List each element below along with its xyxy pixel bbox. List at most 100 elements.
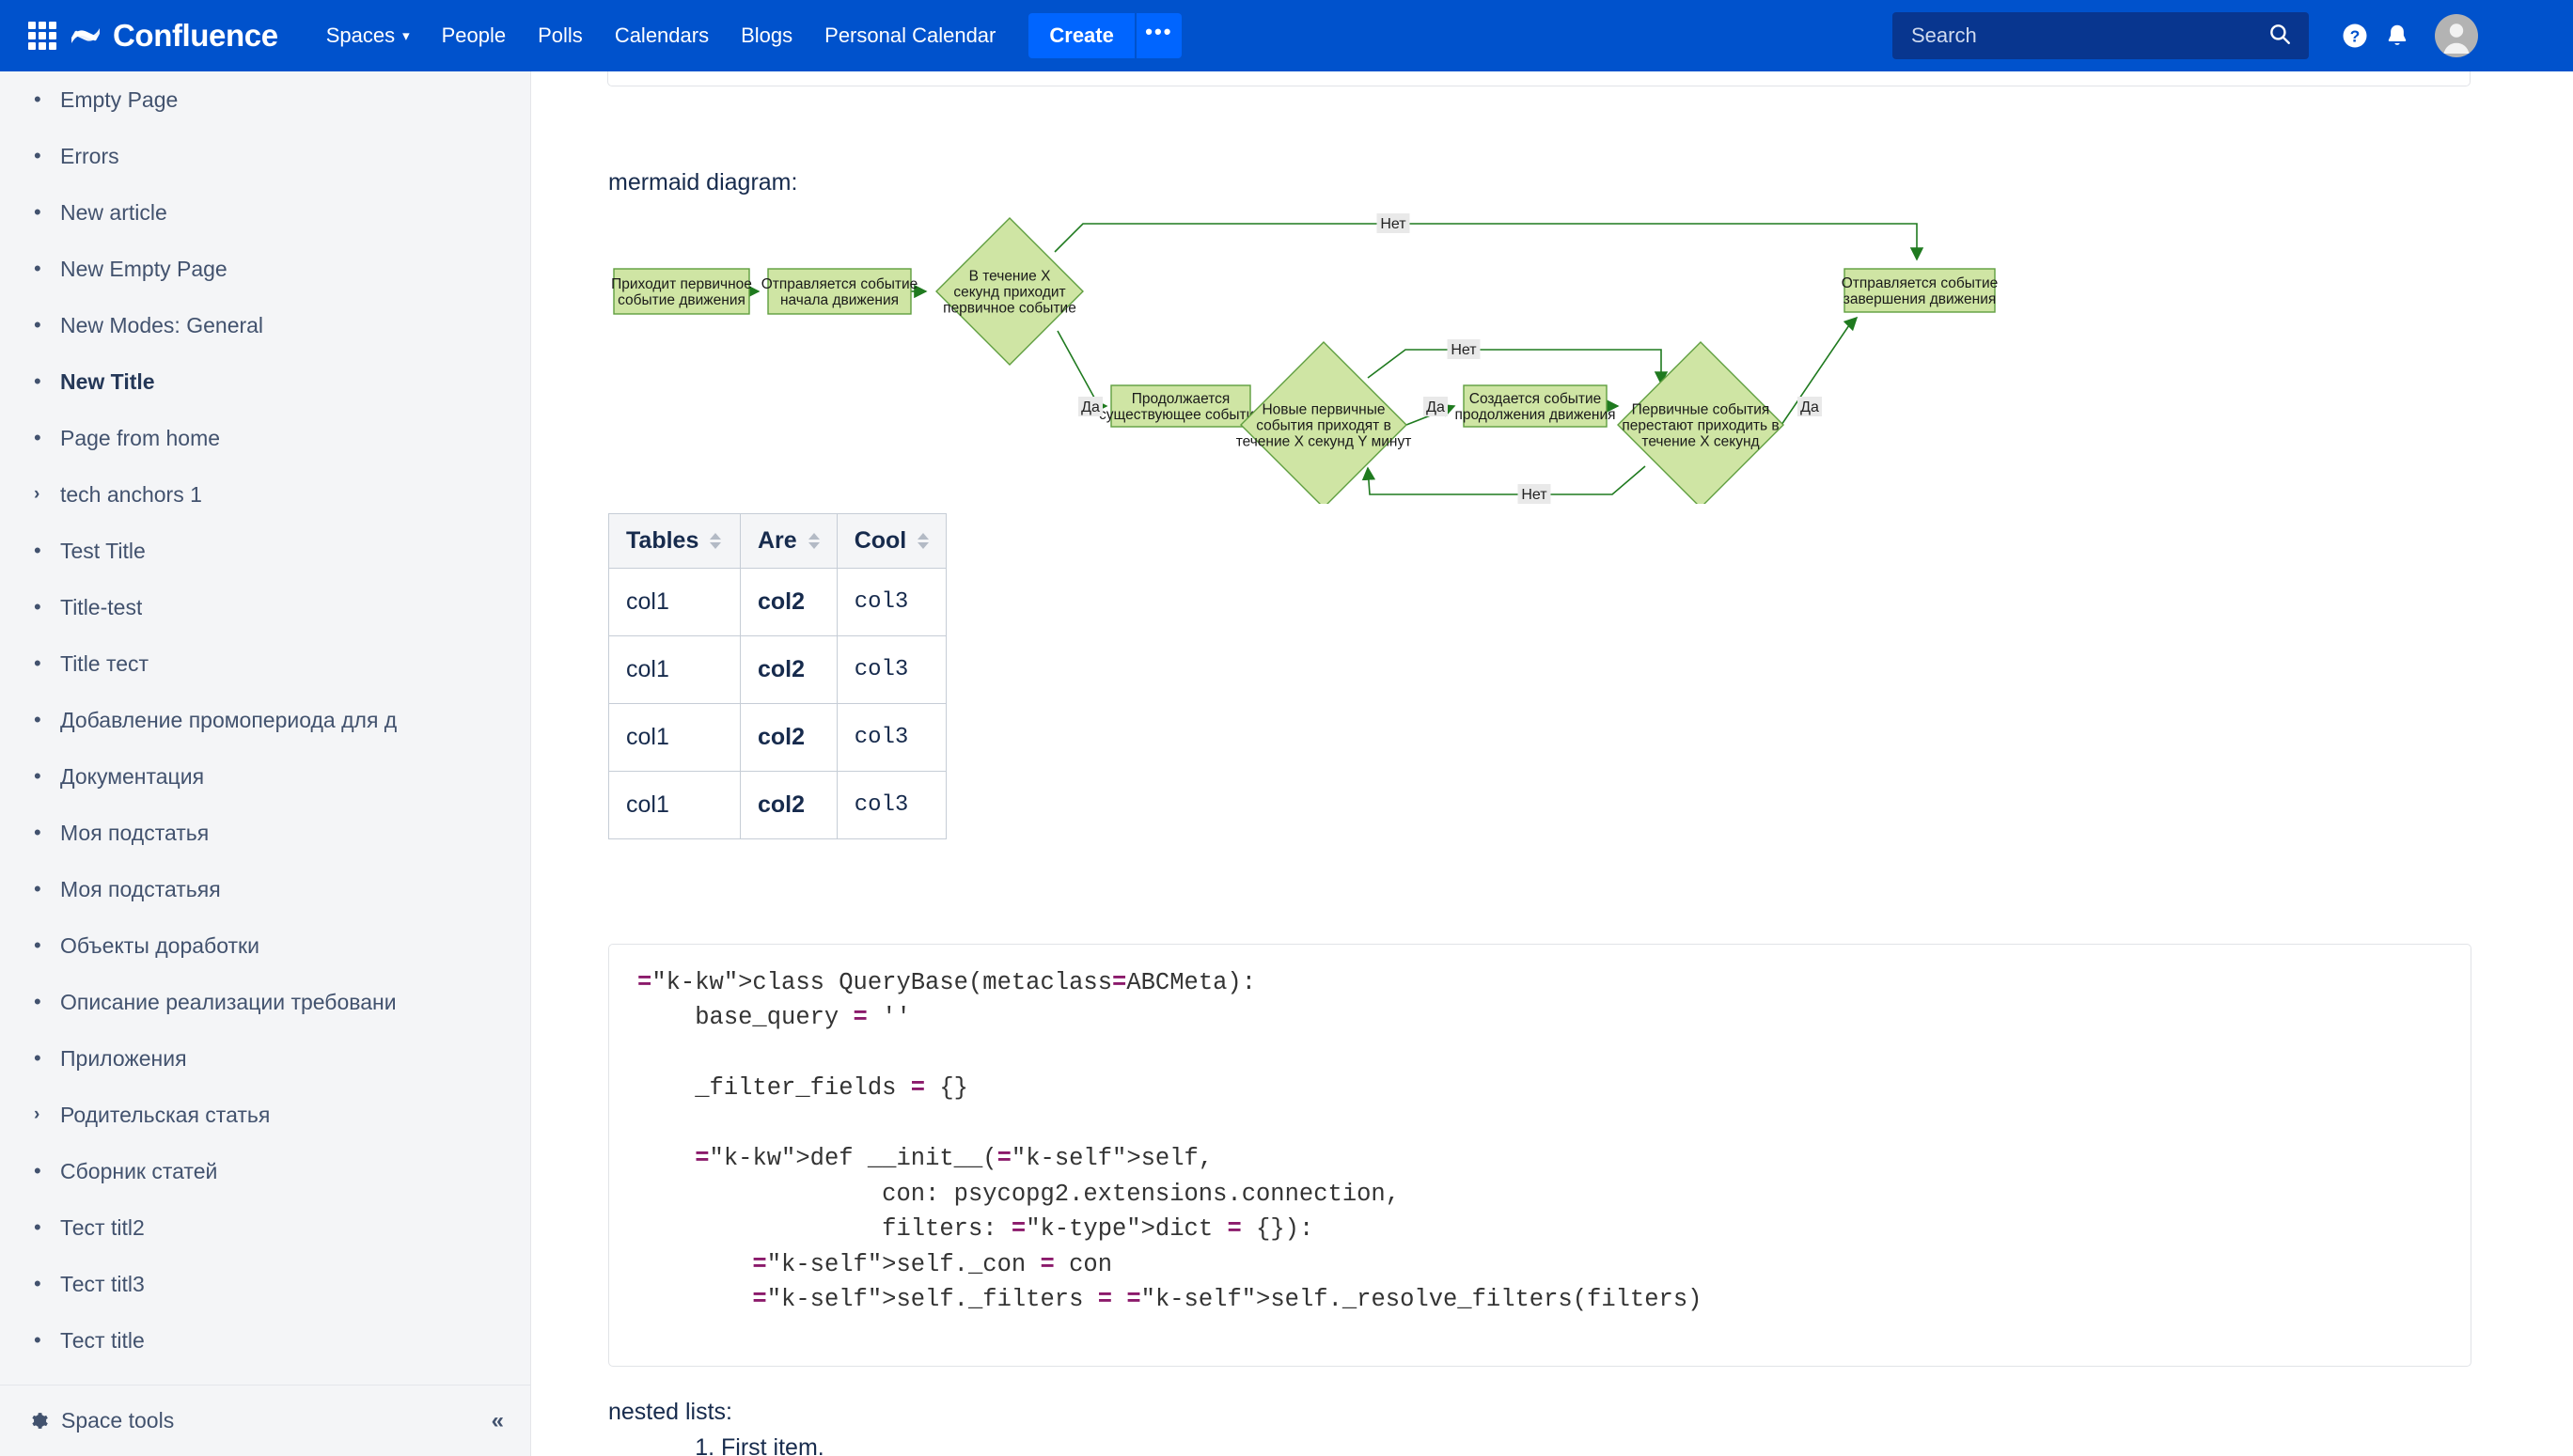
sidebar-item-22[interactable]: •Тест title <box>0 1312 530 1369</box>
search-icon[interactable] <box>2267 22 2292 51</box>
nav-item-polls[interactable]: Polls <box>522 0 599 71</box>
sidebar-item-15[interactable]: •Объекты доработки <box>0 917 530 974</box>
sidebar-item-5[interactable]: •New Title <box>0 353 530 410</box>
nav-label-personal-calendar: Personal Calendar <box>824 23 996 47</box>
table-cell: col2 <box>740 703 838 772</box>
app-switcher-icon[interactable] <box>28 22 56 50</box>
sidebar-item-0[interactable]: •Empty Page <box>0 71 530 128</box>
bullet-icon: • <box>34 426 41 449</box>
help-icon[interactable]: ? <box>2341 0 2369 71</box>
sort-arrows-icon[interactable] <box>808 533 820 549</box>
sort-arrows-icon[interactable] <box>710 533 722 549</box>
sidebar-item-label: New Modes: General <box>60 312 264 337</box>
create-more-options-button[interactable]: ••• <box>1136 13 1182 58</box>
sidebar-item-14[interactable]: •Моя подстатьяя <box>0 861 530 917</box>
diagram-edge-label-d2_yes: Да <box>1423 397 1448 416</box>
nav-item-personal-calendar[interactable]: Personal Calendar <box>808 0 1012 71</box>
sidebar-item-19[interactable]: •Сборник статей <box>0 1143 530 1199</box>
sidebar-item-4[interactable]: • New Modes: General <box>0 297 530 353</box>
table-cell: col1 <box>608 771 741 839</box>
sidebar-item-label: Приложения <box>60 1045 187 1071</box>
diagram-edge-label-d3_yes: Да <box>1797 397 1822 416</box>
nav-item-calendars[interactable]: Calendars <box>599 0 725 71</box>
sort-arrows-icon[interactable] <box>918 533 930 549</box>
search-input[interactable] <box>1909 23 2267 49</box>
avatar[interactable] <box>2435 0 2478 71</box>
sidebar-item-7[interactable]: ›tech anchors 1 <box>0 466 530 523</box>
sidebar-item-20[interactable]: •Тест titl2 <box>0 1199 530 1256</box>
table-cell: col1 <box>608 635 741 704</box>
create-button[interactable]: Create <box>1028 13 1135 58</box>
sidebar-item-label: Добавление промопериода для д <box>60 707 398 732</box>
table-header-0[interactable]: Tables <box>608 513 741 569</box>
chevron-right-icon[interactable]: › <box>34 484 40 504</box>
notifications-bell-icon[interactable] <box>2383 0 2411 71</box>
create-button-group: Create ••• <box>1028 13 1182 58</box>
search-box[interactable] <box>1892 12 2309 59</box>
nav-label-calendars: Calendars <box>614 23 710 47</box>
bullet-icon: • <box>34 313 41 337</box>
top-navigation-bar: Confluence Spaces ▾ People Polls Calenda… <box>0 0 2573 71</box>
sidebar-item-6[interactable]: • Page from home <box>0 410 530 466</box>
sidebar-item-21[interactable]: •Тест titl3 <box>0 1256 530 1312</box>
nav-item-blogs[interactable]: Blogs <box>725 0 808 71</box>
table-header-label: Are <box>758 527 797 554</box>
confluence-home-link[interactable]: Confluence <box>70 18 278 54</box>
space-tools-label[interactable]: Space tools <box>61 1408 175 1433</box>
diagram-edge-label-d1_no: Нет <box>1376 213 1410 233</box>
collapse-sidebar-button[interactable]: « <box>491 1407 504 1433</box>
table-head: Tables Are Cool <box>608 513 948 569</box>
chevron-right-icon[interactable]: › <box>34 1104 40 1124</box>
nav-item-spaces[interactable]: Spaces ▾ <box>310 0 426 71</box>
sidebar-item-8[interactable]: •Test Title <box>0 523 530 579</box>
sidebar-item-label: Test Title <box>60 538 146 563</box>
diagram-edge-label-d1_yes: Да <box>1078 397 1103 416</box>
sidebar-item-10[interactable]: •Title тест <box>0 635 530 692</box>
nav-item-people[interactable]: People <box>426 0 523 71</box>
bullet-icon: • <box>34 1328 41 1352</box>
sidebar-item-18[interactable]: ›Родительская статья <box>0 1087 530 1143</box>
sidebar-item-label: Errors <box>60 143 119 168</box>
bullet-icon: • <box>34 1272 41 1295</box>
sidebar-item-11[interactable]: •Добавление промопериода для д <box>0 692 530 748</box>
svg-text:Нет: Нет <box>1451 342 1477 358</box>
table-header-label: Tables <box>626 527 699 554</box>
sidebar-item-17[interactable]: • Приложения <box>0 1030 530 1087</box>
diagram-edge-8 <box>1361 465 1646 495</box>
code-block[interactable]: ="k-kw">class QueryBase(metaclass=ABCMet… <box>608 944 2471 1367</box>
sidebar-item-label: Page from home <box>60 425 221 450</box>
sidebar-item-16[interactable]: •Описание реализации требовани <box>0 974 530 1030</box>
gear-icon[interactable] <box>26 1409 50 1433</box>
svg-text:Нет: Нет <box>1521 487 1547 503</box>
table-cell: col2 <box>740 568 838 636</box>
bullet-icon: • <box>34 1046 41 1070</box>
page-tree: •Empty Page•Errors•New article•New Empty… <box>0 71 530 1369</box>
sidebar-item-12[interactable]: •Документация <box>0 748 530 805</box>
bullet-icon: • <box>34 87 41 111</box>
sidebar-item-label: Документация <box>60 763 205 789</box>
sidebar-item-label: Моя подстатьяя <box>60 876 221 901</box>
sidebar-item-13[interactable]: •Моя подстатья <box>0 805 530 861</box>
sidebar-item-1[interactable]: •Errors <box>0 128 530 184</box>
table-cell: col2 <box>740 771 838 839</box>
table-header-1[interactable]: Are <box>740 513 838 569</box>
sidebar-item-3[interactable]: •New Empty Page <box>0 241 530 297</box>
sidebar-item-9[interactable]: •Title-test <box>0 579 530 635</box>
table-cell: col3 <box>836 703 948 772</box>
nav-label-spaces: Spaces <box>325 23 396 47</box>
sidebar-item-2[interactable]: •New article <box>0 184 530 241</box>
table-header-2[interactable]: Cool <box>836 513 948 569</box>
bullet-icon: • <box>34 933 41 957</box>
nav-label-blogs: Blogs <box>741 23 793 47</box>
